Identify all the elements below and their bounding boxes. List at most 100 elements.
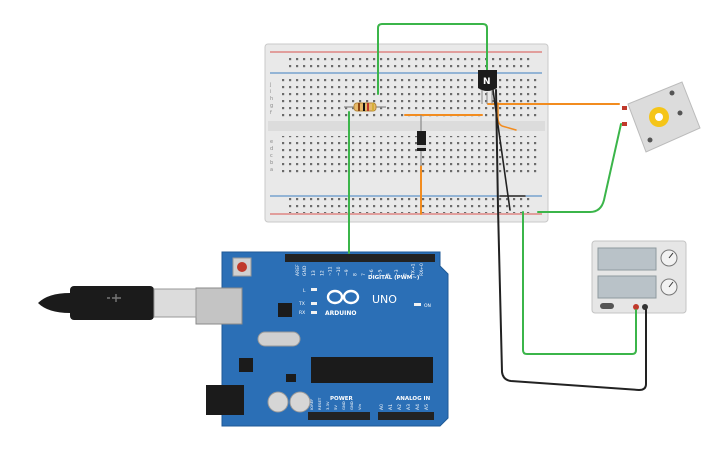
capacitor xyxy=(289,391,311,413)
power-supply[interactable] xyxy=(591,240,687,314)
power-switch[interactable] xyxy=(600,303,614,309)
usb-cable-metal-tip xyxy=(153,288,197,318)
l-led xyxy=(311,288,317,291)
diode-cathode-band xyxy=(417,145,426,148)
voltage-display xyxy=(597,247,657,271)
pin-label: 12 xyxy=(319,270,325,276)
positive-terminal[interactable] xyxy=(633,304,639,310)
upper-terminal-holes[interactable] xyxy=(278,79,538,117)
pin-label: ~5 xyxy=(377,269,383,276)
on-label: ON xyxy=(424,303,431,309)
motor-terminal-negative[interactable] xyxy=(622,122,627,126)
pin-label: ~3 xyxy=(394,269,400,276)
wire-orange-short[interactable] xyxy=(497,102,517,131)
pin-label: RESET xyxy=(317,397,322,410)
pin-label: TX→1 xyxy=(411,263,417,277)
pin-label: 2 xyxy=(402,273,408,276)
wire-green-rail-to-supply[interactable] xyxy=(522,211,637,355)
pin-label: 4 xyxy=(386,273,392,276)
transistor-body xyxy=(478,70,497,91)
usb-controller-chip xyxy=(278,303,292,317)
diode[interactable] xyxy=(417,115,426,166)
pin-label: 5V xyxy=(333,405,338,410)
arduino-logo xyxy=(326,289,360,305)
wire-green-resistor-transistor[interactable] xyxy=(377,23,488,95)
row-letter: d xyxy=(270,146,273,152)
usb-cable-end xyxy=(38,293,70,313)
pin-label: A5 xyxy=(424,404,430,410)
rx-led xyxy=(311,311,317,314)
pin-label: 13 xyxy=(311,270,317,276)
row-letter: i xyxy=(270,89,271,95)
row-letter: f xyxy=(270,110,272,116)
brand-text: ARDUINO xyxy=(325,310,356,317)
bottom-rail-holes[interactable] xyxy=(285,198,530,213)
arduino-uno[interactable]: UNO ARDUINO DIGITAL (PWM~) ANALOG IN POW… xyxy=(195,251,449,427)
resistor-band xyxy=(367,103,369,111)
voltage-regulator xyxy=(239,358,253,372)
dc-motor[interactable] xyxy=(622,81,701,153)
voltage-knob-indicator xyxy=(668,252,674,259)
row-letter: a xyxy=(270,167,273,173)
wires[interactable] xyxy=(348,23,647,391)
resistor[interactable] xyxy=(344,102,386,112)
pin-label: A0 xyxy=(379,404,385,410)
digital-header[interactable] xyxy=(285,254,435,262)
transistor-label: N xyxy=(483,77,491,87)
usb-cable-plug[interactable] xyxy=(70,286,154,320)
row-letters: j i h g f e d c b a xyxy=(269,82,273,173)
digital-label: DIGITAL (PWM~) xyxy=(368,275,420,281)
pin-label: ~6 xyxy=(369,269,375,276)
usb-symbol-icon xyxy=(107,294,121,302)
rx-label: RX xyxy=(299,310,305,316)
analog-header[interactable] xyxy=(378,412,434,420)
transistor[interactable]: N xyxy=(478,70,497,104)
usb-port[interactable] xyxy=(195,287,243,325)
usb-cable[interactable] xyxy=(38,286,197,320)
pin-label: A4 xyxy=(415,404,421,410)
dc-power-jack[interactable] xyxy=(206,385,244,415)
wire-black-emitter-to-supply[interactable] xyxy=(495,89,647,391)
breadboard-center-channel xyxy=(268,121,545,131)
logo-loop-right xyxy=(342,289,360,305)
row-letter: e xyxy=(270,139,273,145)
pin-label: A1 xyxy=(388,404,394,410)
capacitor xyxy=(267,391,289,413)
negative-terminal[interactable] xyxy=(642,304,648,310)
power-header[interactable] xyxy=(308,412,370,420)
pin-label: IOREF xyxy=(309,399,314,410)
motor-screw xyxy=(669,90,675,96)
motor-shaft xyxy=(655,113,663,121)
lower-terminal-holes[interactable] xyxy=(278,136,538,174)
pin-label: ~10 xyxy=(336,266,342,276)
wire-green-motor-to-rail[interactable] xyxy=(537,123,622,213)
pin-label: GND xyxy=(349,401,354,410)
top-rail-holes[interactable] xyxy=(285,55,530,70)
aref-label: AREF xyxy=(295,264,301,276)
resistor-band xyxy=(363,103,365,111)
pin-label: Vin xyxy=(357,403,362,410)
resistor-band xyxy=(372,103,374,111)
small-ic xyxy=(286,374,296,382)
pin-label: ~11 xyxy=(328,266,334,276)
logo-loop-left xyxy=(326,289,344,305)
pin-label: RX←0 xyxy=(419,263,425,276)
l-label: L xyxy=(303,288,306,294)
crystal-oscillator xyxy=(257,331,301,347)
model-text: UNO xyxy=(372,293,397,306)
motor-terminal-positive[interactable] xyxy=(622,106,627,110)
breadboard[interactable]: j i h g f e d c b a xyxy=(264,43,549,223)
motor-screw xyxy=(677,110,683,116)
wire-black-emitter-short[interactable] xyxy=(492,89,511,211)
pin-label: ~9 xyxy=(344,269,350,276)
pin-label: A3 xyxy=(406,404,412,410)
tx-led xyxy=(311,302,317,305)
gnd-label: GND xyxy=(302,265,308,276)
pin-label: 3.3V xyxy=(325,401,330,410)
reset-button[interactable] xyxy=(237,262,247,272)
row-letter: j xyxy=(269,82,271,88)
tx-label: TX xyxy=(298,301,305,307)
